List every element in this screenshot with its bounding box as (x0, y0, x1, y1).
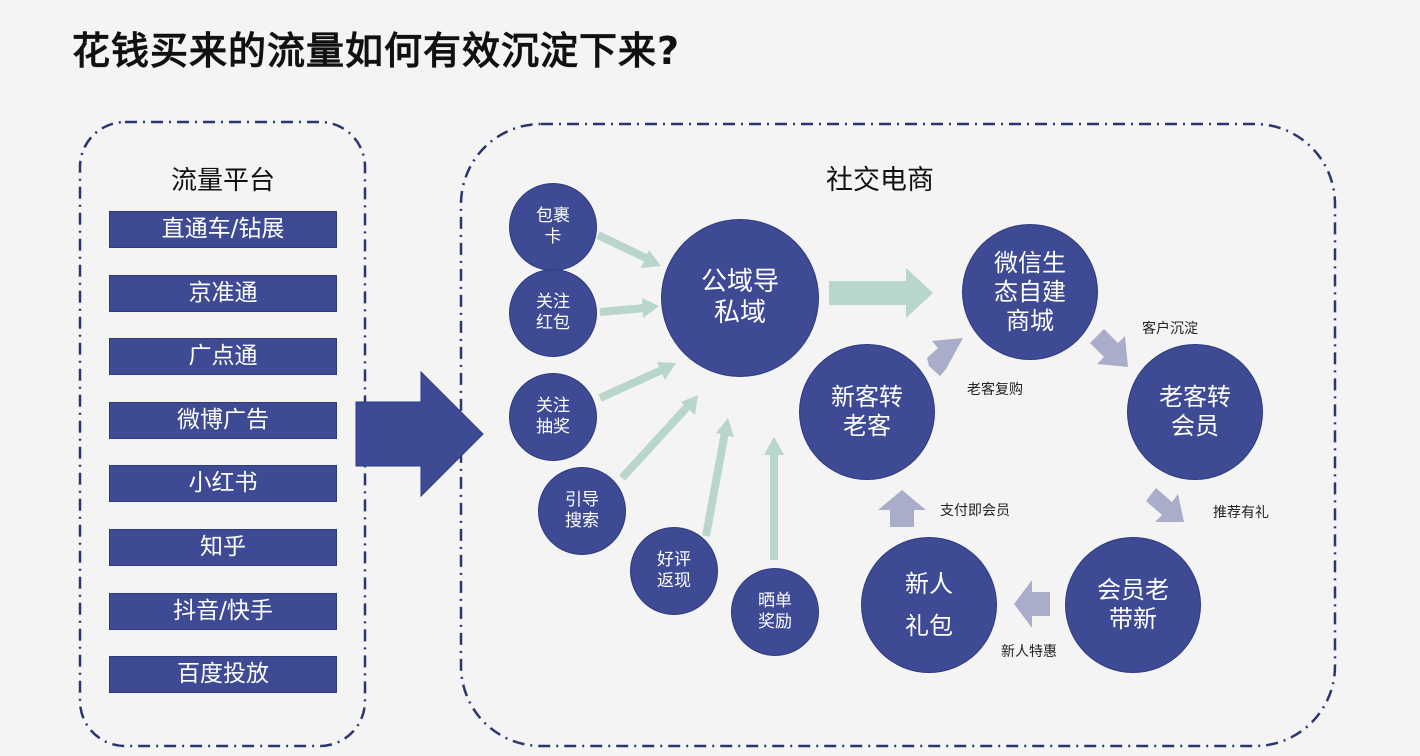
hub-to-mall-arrow (829, 268, 933, 318)
platform-item: 小红书 (110, 466, 336, 502)
platform-item: 直通车/钻展 (110, 212, 336, 247)
node-public-to-private: 公域导 私域 (662, 220, 818, 376)
social-ecommerce-heading: 社交电商 (826, 165, 934, 196)
platform-item: 广点通 (110, 339, 336, 375)
main-flow-arrow (355, 370, 484, 498)
arrow-review-cashback (702, 431, 729, 537)
platform-item: 抖音/快手 (110, 593, 336, 629)
platform-item: 微博广告 (110, 402, 336, 438)
traffic-platform-heading: 流量平台 (170, 166, 275, 196)
edge-label-pay-as-member: 支付即会员 (940, 503, 1010, 519)
node-wechat-mall: 微信生 态自建 商城 (963, 225, 1097, 359)
node-newcomer-gift: 新人 礼包 (862, 538, 996, 672)
node-parcel-card: 包裹 卡 (510, 184, 596, 270)
arrow-parcel-card (596, 231, 650, 263)
node-old-to-member: 老客转 会员 (1128, 345, 1262, 479)
page-title: 花钱买来的流量如何有效沉淀下来? (72, 29, 681, 73)
arrow-follow-lottery (598, 366, 664, 402)
platform-item: 京准通 (110, 275, 336, 311)
node-follow-lottery: 关注 抽奖 (510, 374, 596, 460)
arrow-member-to-newcomer (1014, 580, 1050, 628)
arrow-newcomer-to-new (878, 490, 926, 527)
arrow-mall-to-old (1090, 329, 1128, 367)
arrow-new-to-mall (927, 338, 963, 376)
edge-label-referral-gift: 推荐有礼 (1213, 505, 1269, 521)
node-guide-search: 引导 搜索 (539, 468, 625, 554)
node-review-cashback: 好评 返现 (631, 528, 717, 614)
node-new-to-old: 新客转 老客 (800, 345, 934, 479)
traffic-platform-list: 直通车/钻展 京准通 广点通 微博广告 小红书 知乎 抖音/快手 百度投放 (110, 212, 336, 721)
edge-label-repurchase: 老客复购 (967, 382, 1023, 398)
node-follow-redpacket: 关注 红包 (510, 270, 596, 356)
node-member-referral: 会员老 带新 (1066, 538, 1200, 672)
arrow-old-to-member (1146, 488, 1184, 522)
arrow-guide-search (619, 403, 691, 481)
edge-label-newcomer-discount: 新人特惠 (1001, 644, 1057, 660)
traffic-platform-container (78, 120, 367, 748)
arrow-follow-redpacket (599, 304, 646, 316)
node-showcase-reward: 晒单 奖励 (732, 569, 818, 655)
platform-item: 百度投放 (110, 657, 336, 693)
edge-label-customer-retention: 客户沉淀 (1142, 321, 1198, 337)
platform-item: 知乎 (110, 529, 336, 565)
